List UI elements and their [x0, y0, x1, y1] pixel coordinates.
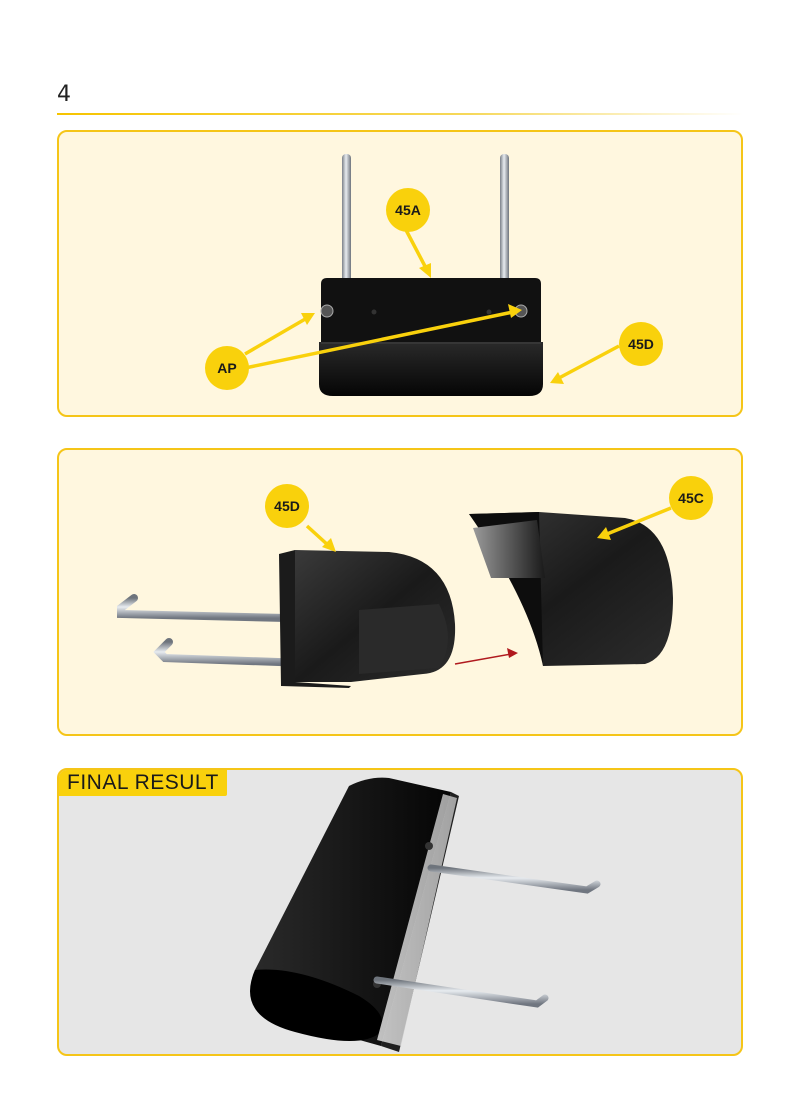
step-2-panel: 45D 45C [57, 448, 743, 736]
callout-45c: 45C [669, 476, 713, 520]
page-number: 4 [57, 82, 71, 107]
final-result-panel: FINAL RESULT [57, 768, 743, 1056]
callout-ap: AP [205, 346, 249, 390]
final-illustration [59, 770, 741, 1054]
callout-45d: 45D [619, 322, 663, 366]
step-1-illustration [59, 132, 741, 415]
callout-45a: 45A [386, 188, 430, 232]
step-1-panel: 45A AP 45D [57, 130, 743, 417]
callout-45d: 45D [265, 484, 309, 528]
final-result-label: FINAL RESULT [59, 770, 227, 796]
header-divider [57, 113, 743, 115]
step-2-illustration [59, 450, 741, 734]
box-body [319, 342, 543, 396]
